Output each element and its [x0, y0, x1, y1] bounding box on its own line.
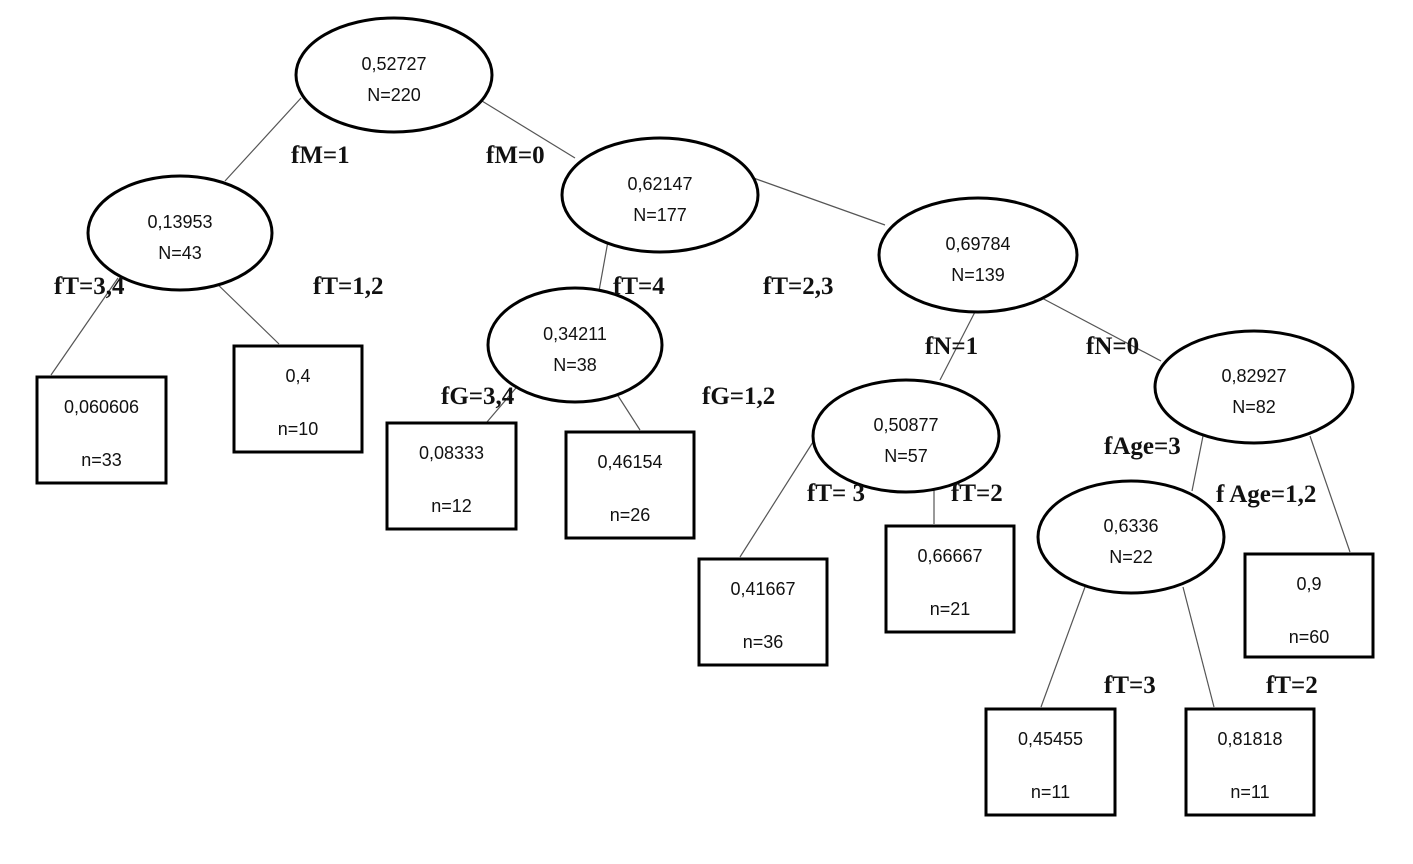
- edge-label-m1-m1t12: fT=1,2: [313, 273, 384, 300]
- node-ellipse: [1153, 329, 1355, 445]
- node-ellipse: [1036, 479, 1226, 595]
- leaf-box: [564, 430, 696, 540]
- node-ellipse: [486, 286, 664, 404]
- node-count: N=22: [1109, 547, 1153, 567]
- node-value: 0,41667: [730, 579, 795, 599]
- edge-line-root-m1: [224, 97, 302, 182]
- node-value: 0,13953: [147, 212, 212, 232]
- edge-label-m0-t4: fT=4: [613, 273, 665, 300]
- node-value: 0,9: [1296, 574, 1321, 594]
- node-value: 0,50877: [873, 415, 938, 435]
- node-count: N=57: [884, 446, 928, 466]
- node-value: 0,6336: [1103, 516, 1158, 536]
- node-value: 0,52727: [361, 54, 426, 74]
- edge-label-m1-m1t34: fT=3,4: [54, 273, 125, 300]
- node-count: N=177: [633, 205, 687, 225]
- node-value: 0,62147: [627, 174, 692, 194]
- node-count: n=26: [610, 505, 651, 525]
- node-value: 0,4: [285, 366, 310, 386]
- node-count: n=11: [1031, 782, 1070, 802]
- node-ellipse: [294, 16, 494, 134]
- node-count: n=12: [431, 496, 472, 516]
- node-count: n=36: [743, 632, 784, 652]
- edge-line-t23-n1: [939, 307, 978, 381]
- node-value: 0,46154: [597, 452, 662, 472]
- node-count: N=139: [951, 265, 1005, 285]
- node-ellipse: [811, 378, 1001, 494]
- node-value: 0,82927: [1221, 366, 1286, 386]
- edge-label-t23-n0: fN=0: [1086, 333, 1139, 360]
- leaf-box: [1243, 552, 1375, 659]
- node-ellipse: [877, 196, 1079, 314]
- node-count: N=82: [1232, 397, 1276, 417]
- node-ellipse: [86, 174, 274, 292]
- leaf-box: [385, 421, 518, 531]
- leaf-box: [884, 524, 1016, 634]
- node-count: N=43: [158, 243, 202, 263]
- edge-label-root-m0: fM=0: [486, 142, 545, 169]
- edge-line-t23-n0: [1037, 295, 1162, 362]
- edge-line-age3-a3t2: [1182, 586, 1215, 708]
- edge-label-m0-t23: fT=2,3: [763, 273, 834, 300]
- node-count: n=10: [278, 419, 319, 439]
- edge-label-n0-age3: fAge=3: [1104, 433, 1181, 460]
- node-value: 0,81818: [1217, 729, 1282, 749]
- leaf-node-m1t12: 0,4 n=10: [232, 344, 364, 454]
- leaf-box: [1184, 707, 1316, 817]
- node-count: n=21: [930, 599, 971, 619]
- edge-label-age3-a3t3: fT=3: [1104, 672, 1156, 699]
- edge-label-t4-g12: fG=1,2: [702, 383, 775, 410]
- edge-label-n1-n1t3: fT= 3: [807, 480, 865, 507]
- node-count: n=11: [1230, 782, 1269, 802]
- edge-label-t4-g34: fG=3,4: [441, 383, 515, 410]
- edge-line-m1-m1t12: [209, 276, 280, 345]
- node-value: 0,060606: [64, 397, 139, 417]
- leaf-box: [984, 707, 1117, 817]
- edge-label-root-m1: fM=1: [291, 142, 350, 169]
- leaf-node-a3t2: 0,81818 n=11: [1184, 707, 1316, 817]
- leaf-box: [232, 344, 364, 454]
- edge-label-n0-age12: f Age=1,2: [1216, 481, 1316, 508]
- edge-line-root-m0: [481, 100, 576, 159]
- edge-line-m1-m1t34: [50, 277, 119, 376]
- leaf-node-n1t2: 0,66667 n=21: [884, 524, 1016, 634]
- edge-label-t23-n1: fN=1: [925, 333, 978, 360]
- edge-line-age3-a3t3: [1040, 586, 1086, 708]
- leaf-box: [697, 557, 829, 667]
- edge-label-n1-n1t2: fT=2: [951, 480, 1003, 507]
- node-value: 0,45455: [1018, 729, 1083, 749]
- leaf-node-age12: 0,9 n=60: [1243, 552, 1375, 659]
- edge-line-n0-age3: [1191, 435, 1204, 492]
- edge-line-n1-n1t3: [739, 441, 814, 558]
- node-count: n=33: [81, 450, 122, 470]
- leaf-node-g34: 0,08333 n=12: [385, 421, 518, 531]
- leaf-node-a3t3: 0,45455 n=11: [984, 707, 1117, 817]
- edge-line-n0-age12: [1309, 435, 1351, 553]
- node-value: 0,34211: [543, 324, 607, 344]
- edge-line-m0-t23: [744, 174, 886, 226]
- node-value: 0,66667: [917, 546, 982, 566]
- edge-label-age3-a3t2: fT=2: [1266, 672, 1318, 699]
- node-value: 0,08333: [419, 443, 484, 463]
- node-value: 0,69784: [945, 234, 1010, 254]
- node-count: N=38: [553, 355, 597, 375]
- leaf-node-m1t34: 0,060606 n=33: [35, 375, 168, 485]
- leaf-box: [35, 375, 168, 485]
- node-ellipse: [560, 136, 760, 254]
- node-count: n=60: [1289, 627, 1330, 647]
- leaf-node-g12: 0,46154 n=26: [564, 430, 696, 540]
- leaf-node-n1t3: 0,41667 n=36: [697, 557, 829, 667]
- node-count: N=220: [367, 85, 421, 105]
